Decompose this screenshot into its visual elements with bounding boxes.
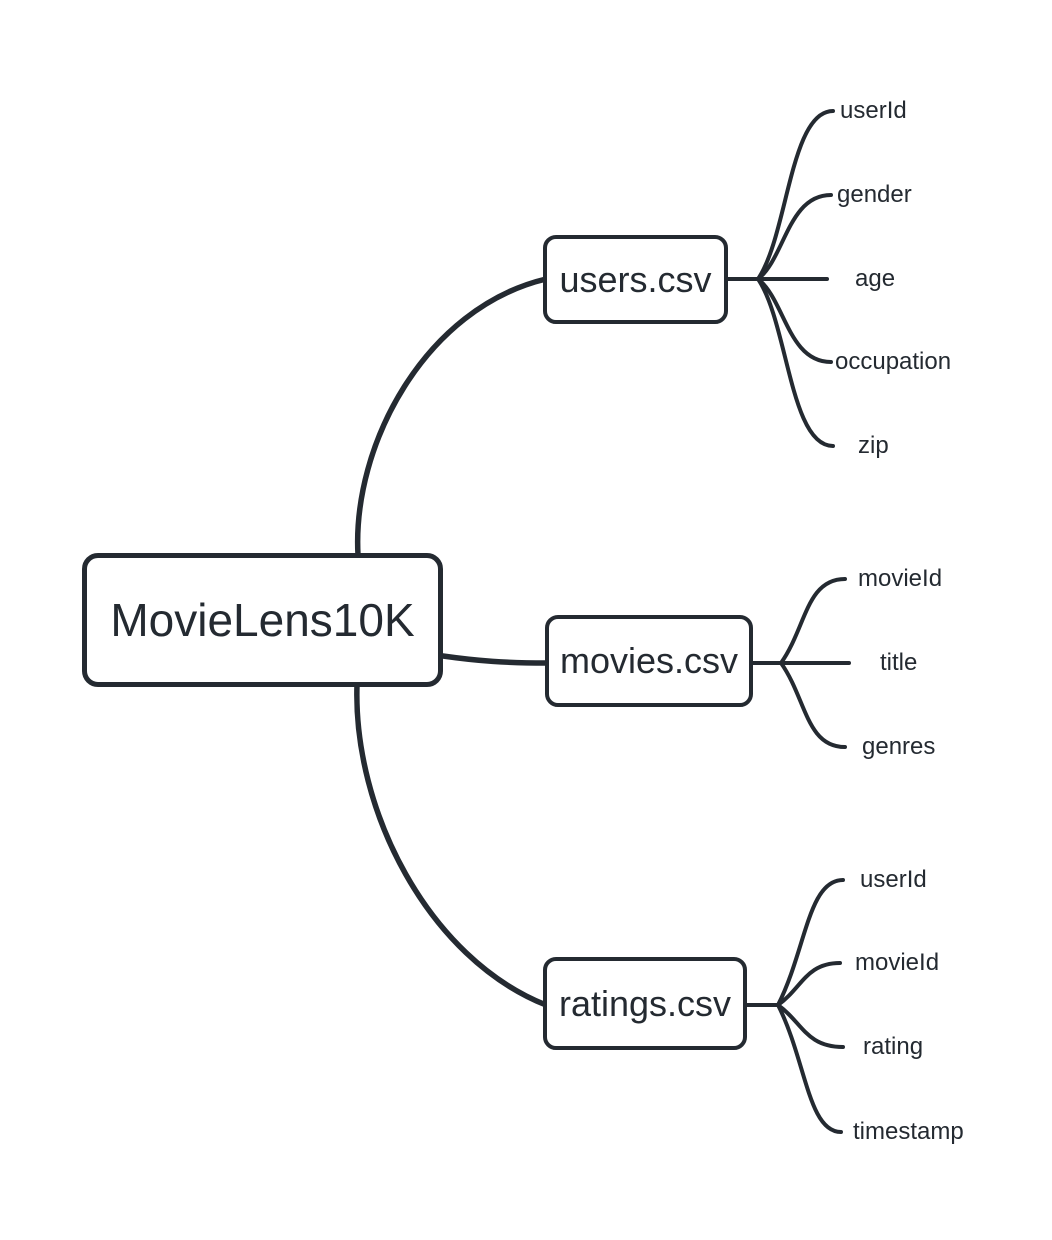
file-node-users-csv[interactable]: users.csv bbox=[543, 235, 728, 324]
field-users-occupation: occupation bbox=[835, 348, 952, 375]
branch-users-occupation bbox=[756, 277, 833, 364]
field-ratings-rating: rating bbox=[863, 1033, 924, 1060]
branch-movies-movieid bbox=[779, 577, 847, 665]
field-movies-title: title bbox=[880, 649, 918, 676]
edge-root-ratings bbox=[354, 682, 549, 1008]
field-ratings-userid: userId bbox=[860, 866, 927, 893]
field-movies-genres: genres bbox=[862, 733, 936, 760]
field-users-age: age bbox=[855, 265, 896, 292]
branch-users-gender bbox=[756, 193, 833, 281]
file-node-label: ratings.csv bbox=[558, 982, 732, 1024]
field-users-userid: userId bbox=[840, 97, 907, 124]
root-node-label: MovieLens10K bbox=[110, 594, 415, 646]
file-node-label: users.csv bbox=[559, 258, 712, 300]
file-node-label: movies.csv bbox=[559, 640, 739, 681]
branch-ratings-timestamp bbox=[776, 1003, 843, 1134]
field-ratings-timestamp: timestamp bbox=[853, 1118, 964, 1145]
field-users-gender: gender bbox=[837, 181, 912, 208]
file-node-ratings-csv[interactable]: ratings.csv bbox=[543, 957, 747, 1050]
file-node-movies-csv[interactable]: movies.csv bbox=[545, 615, 753, 707]
branch-ratings-movieid bbox=[776, 961, 842, 1007]
field-movies-movieid: movieId bbox=[858, 565, 943, 592]
branch-users-zip bbox=[756, 277, 835, 448]
branch-ratings-rating bbox=[776, 1003, 845, 1049]
field-users-zip: zip bbox=[858, 432, 889, 459]
edge-root-movies bbox=[440, 653, 549, 666]
branch-ratings-userid bbox=[776, 878, 845, 1007]
branch-movies-genres bbox=[779, 661, 847, 749]
branch-users-userid bbox=[756, 109, 835, 281]
root-node[interactable]: MovieLens10K bbox=[82, 553, 443, 687]
edge-root-users bbox=[354, 276, 549, 558]
field-ratings-movieid: movieId bbox=[855, 949, 940, 976]
